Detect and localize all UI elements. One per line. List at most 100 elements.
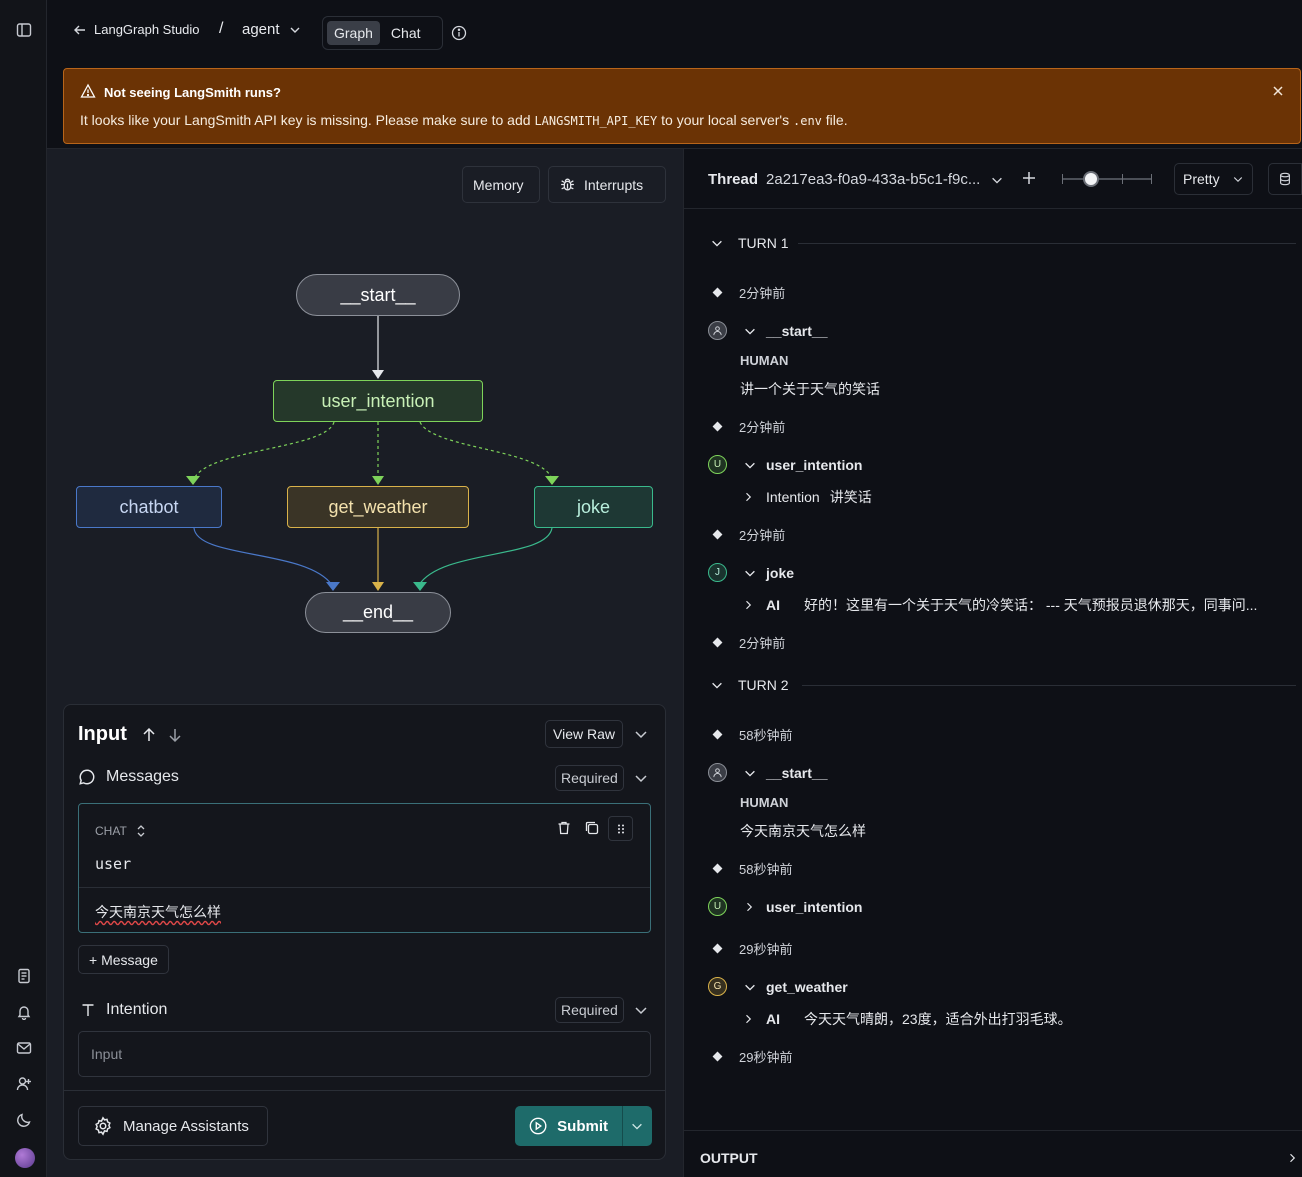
theme-moon-icon[interactable] xyxy=(14,1110,34,1130)
step-user-intention[interactable]: U user_intention xyxy=(708,455,862,474)
input-panel: Input View Raw Messages Required CHAT us… xyxy=(63,704,666,1160)
ai-message-row[interactable]: AI 今天天气晴朗，23度，适合外出打羽毛球。 xyxy=(742,1009,1072,1029)
chat-bubble-icon xyxy=(79,769,95,785)
chevron-right-icon xyxy=(1290,1153,1296,1163)
arrow-down-icon[interactable] xyxy=(167,727,183,743)
view-tabs: Graph Chat xyxy=(322,16,443,50)
chevron-down-icon xyxy=(992,177,1003,184)
timestamp-row: 2分钟前 xyxy=(712,633,785,652)
node-user-intention[interactable]: user_intention xyxy=(273,380,483,422)
arrow-left-icon xyxy=(74,25,85,34)
add-message-button[interactable]: + Message xyxy=(78,945,169,974)
chevron-down-icon xyxy=(745,462,755,469)
node-badge-u: U xyxy=(708,455,727,474)
chevron-down-icon xyxy=(712,682,722,689)
timeline-marker xyxy=(712,729,723,740)
timestamp-row: 58秒钟前 xyxy=(712,859,792,878)
copy-icon[interactable] xyxy=(584,820,600,836)
memory-button[interactable]: Memory xyxy=(462,166,540,203)
timestamp-row: 29秒钟前 xyxy=(712,1047,792,1066)
divider xyxy=(79,887,650,888)
chat-message-editor: CHAT user 今天南京天气怎么样 xyxy=(78,803,651,933)
step-get-weather[interactable]: G get_weather xyxy=(708,977,848,996)
step-joke[interactable]: J joke xyxy=(708,563,794,582)
timestamp-row: 29秒钟前 xyxy=(712,939,792,958)
message-content-input[interactable]: 今天南京天气怎么样 xyxy=(95,904,221,920)
thread-selector[interactable]: Thread 2a217ea3-f0a9-433a-b5c1-f9c... xyxy=(708,171,1004,188)
human-message: 讲一个关于天气的笑话 xyxy=(740,381,880,397)
chevron-down-icon[interactable] xyxy=(630,1119,644,1133)
node-get-weather[interactable]: get_weather xyxy=(287,486,469,528)
interrupts-label: Interrupts xyxy=(584,176,644,193)
node-end[interactable]: __end__ xyxy=(305,592,451,633)
chevron-updown-icon xyxy=(137,825,145,837)
close-icon[interactable] xyxy=(1270,83,1286,99)
docs-icon[interactable] xyxy=(14,966,34,986)
tab-graph[interactable]: Graph xyxy=(327,21,380,45)
graph-selector[interactable]: agent xyxy=(242,21,302,38)
chevron-down-icon[interactable] xyxy=(633,770,649,786)
node-chatbot[interactable]: chatbot xyxy=(76,486,222,528)
intention-required-badge: Required xyxy=(555,997,624,1023)
info-icon[interactable] xyxy=(451,25,467,41)
banner-message: It looks like your LangSmith API key is … xyxy=(80,112,848,128)
back-link[interactable]: LangGraph Studio xyxy=(73,22,200,37)
database-icon[interactable] xyxy=(1268,163,1302,195)
chevron-down-icon[interactable] xyxy=(633,726,649,742)
sidebar-toggle-icon[interactable] xyxy=(14,20,34,40)
graph-canvas[interactable]: Memory Interrupts __start__ user_intenti… xyxy=(47,148,683,1177)
user-avatar[interactable] xyxy=(15,1148,35,1168)
view-raw-button[interactable]: View Raw xyxy=(545,720,623,748)
manage-assistants-label: Manage Assistants xyxy=(123,1117,249,1135)
divider xyxy=(64,1090,665,1091)
mail-icon[interactable] xyxy=(14,1038,34,1058)
turn-1-header[interactable]: TURN 1 xyxy=(710,235,789,251)
drag-handle-icon[interactable] xyxy=(608,816,633,841)
arrow-head xyxy=(545,476,559,485)
intention-output[interactable]: Intention 讲笑话 xyxy=(742,487,872,507)
intention-label: Intention xyxy=(80,1001,167,1019)
interrupts-button[interactable]: Interrupts xyxy=(548,166,666,203)
turn-2-header[interactable]: TURN 2 xyxy=(710,677,789,693)
manage-assistants-button[interactable]: Manage Assistants xyxy=(78,1106,268,1146)
trash-icon[interactable] xyxy=(556,820,572,836)
message-role[interactable]: user xyxy=(95,855,132,873)
submit-button[interactable]: Submit xyxy=(515,1106,623,1146)
timeline-marker xyxy=(712,1051,723,1062)
node-joke[interactable]: joke xyxy=(534,486,653,528)
timestamp-row: 2分钟前 xyxy=(712,417,785,436)
back-label: LangGraph Studio xyxy=(94,22,200,37)
thread-panel: Thread 2a217ea3-f0a9-433a-b5c1-f9c... Pr… xyxy=(683,148,1302,1177)
slider-thumb[interactable] xyxy=(1083,171,1099,187)
edge-joke-end xyxy=(418,527,553,586)
chevron-down-icon xyxy=(290,27,300,33)
ai-message-row[interactable]: AI 好的！这里有一个关于天气的冷笑话： --- 天气预报员退休那天，同事问..… xyxy=(742,595,1257,615)
plus-icon[interactable] xyxy=(1022,171,1036,185)
timeline-marker xyxy=(712,863,723,874)
arrow-head xyxy=(372,582,384,591)
node-start[interactable]: __start__ xyxy=(296,274,460,316)
notification-bell-icon[interactable] xyxy=(14,1002,34,1022)
intention-input[interactable]: Input xyxy=(78,1031,651,1077)
chat-type-selector[interactable]: CHAT xyxy=(95,823,147,839)
add-user-icon[interactable] xyxy=(14,1074,34,1094)
output-section[interactable]: OUTPUT xyxy=(684,1130,1302,1177)
view-mode-select[interactable]: Pretty xyxy=(1174,163,1253,195)
chevron-right-icon xyxy=(746,1014,752,1024)
top-bar: LangGraph Studio / agent xyxy=(47,0,1302,64)
user-avatar-icon xyxy=(708,763,727,782)
edge-user-intention-joke xyxy=(419,421,553,480)
step-start[interactable]: __start__ xyxy=(708,321,828,340)
history-slider[interactable] xyxy=(1062,171,1152,187)
human-message: 今天南京天气怎么样 xyxy=(740,823,866,839)
step-start[interactable]: __start__ xyxy=(708,763,828,782)
timestamp-row: 58秒钟前 xyxy=(712,725,792,744)
chevron-right-icon xyxy=(746,492,752,502)
tab-chat[interactable]: Chat xyxy=(390,25,421,41)
arrow-head xyxy=(372,370,384,379)
arrow-up-icon[interactable] xyxy=(141,727,157,743)
user-avatar-icon xyxy=(708,321,727,340)
step-user-intention[interactable]: U user_intention xyxy=(708,897,862,916)
timeline-marker xyxy=(712,421,723,432)
chevron-down-icon[interactable] xyxy=(633,1002,649,1018)
